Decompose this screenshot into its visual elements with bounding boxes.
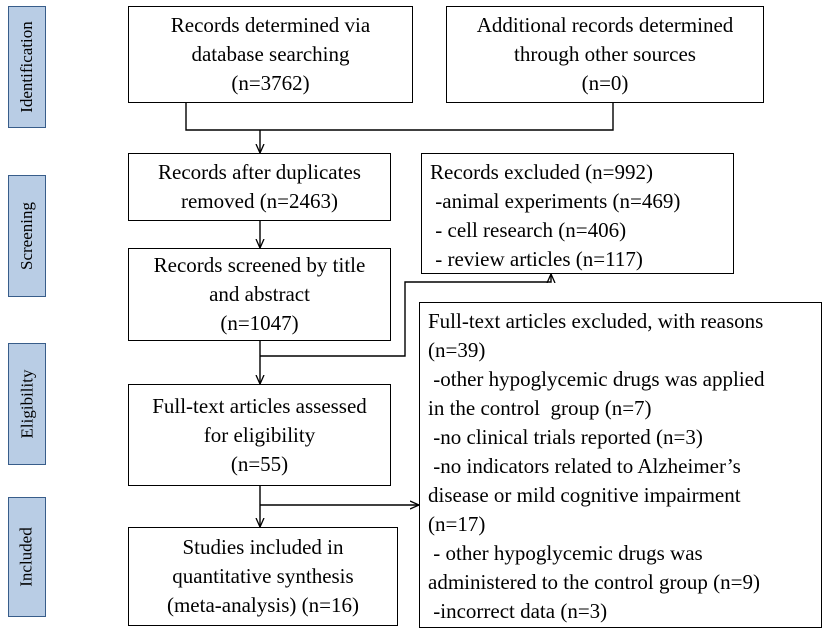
box-line: - cell research (n=406) <box>430 218 627 242</box>
box-line: and abstract <box>209 282 310 306</box>
box-line: (n=39) <box>428 338 486 362</box>
box-line: (n=17) <box>428 512 486 536</box>
box-line: Records determined via <box>170 13 371 37</box>
box-line: Studies included in <box>182 535 344 559</box>
box-line: Full-text articles excluded, with reason… <box>428 309 764 333</box>
box-line: -no indicators related to Alzheimer’s <box>428 454 741 478</box>
fulltext-excluded-box: Full-text articles excluded, with reason… <box>419 302 822 628</box>
box-line: (n=55) <box>230 451 289 476</box>
stage-identification-text: Identification <box>17 21 37 113</box>
stage-included-text: Included <box>17 527 37 587</box>
fulltext-assessed-box: Full-text articles assessed for eligibil… <box>128 384 391 486</box>
box-line: removed (n=2463) <box>180 189 339 213</box>
box-line: Additional records determined <box>476 13 734 37</box>
box-line: administered to the control group (n=9) <box>428 570 761 594</box>
duplicates-removed-box: Records after duplicates removed (n=2463… <box>128 153 391 221</box>
stage-eligibility-text: Eligibility <box>17 369 37 439</box>
box-line: through other sources <box>514 42 696 66</box>
stage-screening-text: Screening <box>17 202 37 270</box>
box-line: Records screened by title <box>153 253 366 277</box>
stage-identification-label: Identification <box>8 6 46 128</box>
box-line: Full-text articles assessed <box>152 393 367 418</box>
stage-included-label: Included <box>8 497 46 617</box>
records-excluded-box: Records excluded (n=992) -animal experim… <box>421 153 734 274</box>
box-line: database searching <box>191 42 350 66</box>
box-line: (meta-analysis) (n=16) <box>166 593 360 617</box>
box-line: for eligibility <box>203 422 316 447</box>
arrow-to-records-excluded <box>260 274 551 357</box>
box-line: - other hypoglycemic drugs was <box>428 541 703 565</box>
box-line: (n=1047) <box>220 311 299 335</box>
connector-database-to-merge <box>185 103 614 131</box>
box-line: (n=0) <box>581 71 629 95</box>
stage-screening-label: Screening <box>8 175 46 297</box>
other-sources-box: Additional records determined through ot… <box>446 6 764 103</box>
screened-records-box: Records screened by title and abstract (… <box>128 248 391 341</box>
box-line: Records excluded (n=992) <box>430 160 653 184</box>
studies-included-box: Studies included in quantitative synthes… <box>128 527 398 626</box>
box-line: -animal experiments (n=469) <box>430 189 681 213</box>
stage-eligibility-label: Eligibility <box>8 343 46 465</box>
box-line: disease or mild cognitive impairment <box>428 483 741 507</box>
box-line: -other hypoglycemic drugs was applied <box>428 367 765 391</box>
box-line: -no clinical trials reported (n=3) <box>428 425 703 449</box>
box-line: - review articles (n=117) <box>430 247 643 271</box>
box-line: in the control group (n=7) <box>428 396 652 420</box>
box-line: Records after duplicates <box>158 160 361 184</box>
box-line: -incorrect data (n=3) <box>428 599 608 623</box>
box-line: (n=3762) <box>231 71 310 95</box>
box-line: quantitative synthesis <box>172 564 354 588</box>
database-records-box: Records determined via database searchin… <box>128 6 413 103</box>
